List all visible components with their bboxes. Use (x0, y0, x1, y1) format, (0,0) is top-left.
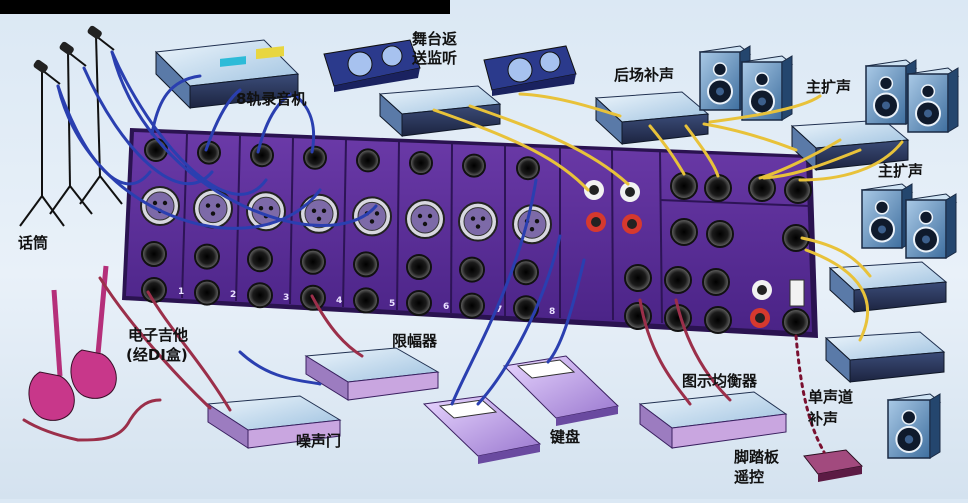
microphones-on-stands (19, 35, 123, 227)
svg-text:2: 2 (230, 290, 236, 300)
footswitch-pedal (803, 449, 864, 482)
label-mono-fill-line1: 单声道 (808, 388, 853, 406)
svg-text:7: 7 (496, 305, 502, 315)
line-jack (300, 248, 326, 275)
insert-jack (462, 153, 486, 178)
label-graphic-eq: 图示均衡器 (682, 372, 758, 390)
label-stage-monitor-line2: 送监听 (411, 49, 457, 67)
rear-fill-amplifier (594, 91, 710, 146)
line-jack (513, 259, 539, 286)
svg-text:6: 6 (443, 302, 449, 312)
xlr-input (512, 204, 552, 245)
speaker-cabinet (904, 193, 958, 259)
main-amplifier-right (828, 261, 948, 314)
insert-jack (144, 138, 168, 162)
label-footswitch-line2: 遥控 (734, 468, 764, 486)
line-jack (194, 243, 220, 270)
keyboard-left (422, 395, 542, 464)
output-jacks (624, 172, 812, 336)
label-main-speaker-right: 主扩声 (878, 162, 923, 180)
label-noise-gate: 噪声门 (296, 432, 341, 450)
insert-jack (303, 145, 327, 170)
line-jack (247, 282, 273, 309)
label-guitar-line1: 电子吉他 (128, 326, 188, 344)
label-recorder: 8轨录音机 (236, 90, 306, 108)
jack-inputs (141, 138, 540, 322)
top-black-band (0, 0, 450, 14)
speaker-cabinet (886, 393, 942, 459)
line-jack (141, 241, 167, 267)
xlr-input (140, 186, 180, 226)
label-stage-monitor-line1: 舞台返 (412, 30, 457, 48)
line-jack (247, 246, 273, 273)
main-amplifier-top (790, 119, 910, 172)
microphone-heads (33, 25, 102, 73)
xlr-input (458, 201, 498, 242)
eight-track-recorder (154, 39, 300, 110)
svg-text:8: 8 (549, 307, 555, 317)
electric-guitars (28, 265, 117, 421)
svg-text:4: 4 (336, 296, 342, 306)
line-jack (459, 292, 485, 319)
speaker-cabinet (860, 183, 914, 249)
stage-monitor-wedge-left (323, 39, 421, 92)
label-footswitch-line1: 脚踏板 (734, 448, 780, 466)
limiter-unit (304, 347, 440, 401)
line-jack (353, 251, 379, 278)
cables (22, 50, 904, 454)
xlr-input (299, 193, 339, 234)
noise-gate-unit (206, 395, 342, 449)
xlr-inputs (140, 186, 552, 245)
label-rear-fill: 后场补声 (614, 66, 674, 84)
insert-jack (516, 156, 540, 181)
line-jack (406, 254, 432, 280)
svg-text:3: 3 (283, 293, 289, 303)
line-jack (513, 295, 539, 322)
line-jack (406, 290, 432, 316)
label-guitar-line2: (经DI盒) (126, 346, 188, 364)
keyboard-right (502, 355, 620, 426)
labels: 8轨录音机 舞台返 送监听 后场补声 主扩声 主扩声 话筒 电子吉他 (经DI盒… (18, 30, 923, 486)
line-jack (459, 256, 485, 283)
mono-fill-amplifier (824, 331, 946, 384)
line-jack (141, 277, 167, 303)
label-mono-fill-line2: 补声 (807, 410, 838, 428)
label-main-speaker-top: 主扩声 (806, 78, 851, 96)
speaker-cabinets (698, 45, 960, 459)
line-jack (194, 279, 220, 306)
stage-monitor-wedge-right (483, 45, 577, 96)
insert-jack (356, 148, 380, 173)
rca-inputs (584, 180, 772, 328)
svg-text:1: 1 (178, 287, 184, 297)
speaker-cabinet (906, 67, 960, 133)
xlr-input (352, 196, 392, 237)
xlr-input (405, 199, 445, 239)
insert-jack (250, 143, 274, 168)
graphic-equalizer-unit (638, 391, 788, 449)
svg-text:5: 5 (389, 299, 395, 309)
label-microphone: 话筒 (18, 234, 48, 252)
insert-jack (409, 151, 433, 175)
label-limiter: 限幅器 (392, 332, 438, 350)
xlr-input (193, 188, 233, 229)
label-keyboard: 键盘 (549, 428, 580, 446)
line-jack (353, 287, 379, 314)
